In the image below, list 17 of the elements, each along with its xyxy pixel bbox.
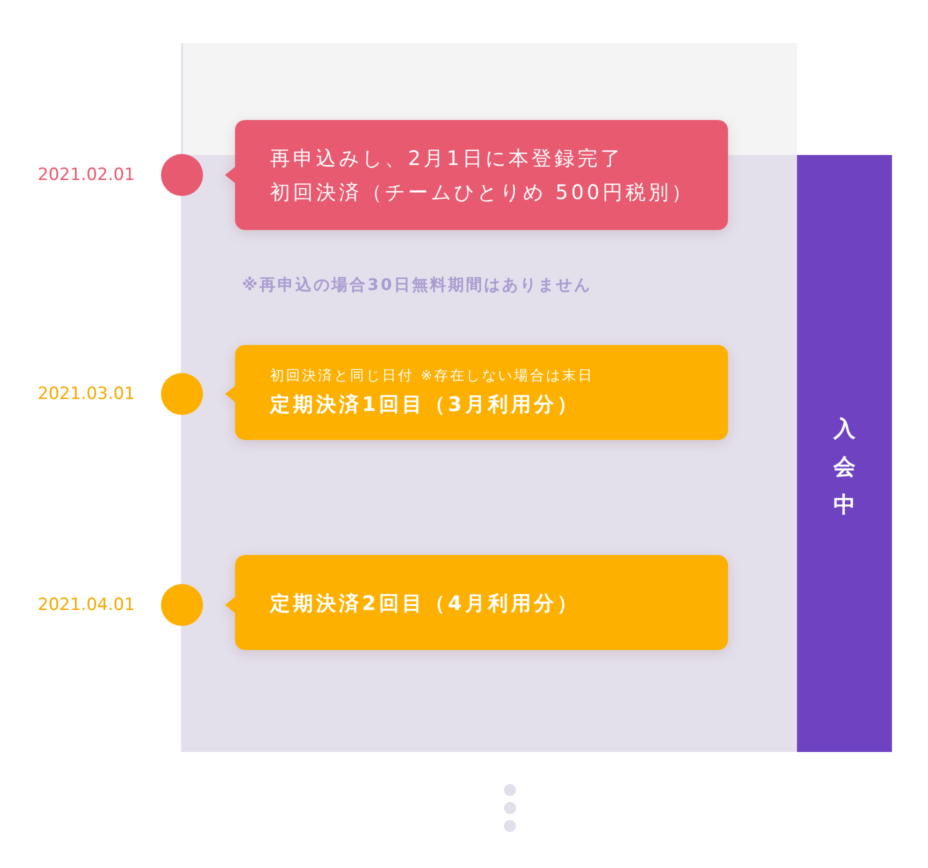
callout-text: 初回決済（チームひとりめ 500円税別）: [270, 179, 695, 206]
callout-text: 定期決済1回目（3月利用分）: [270, 390, 580, 418]
date-label: 2021.04.01: [38, 594, 135, 616]
timeline-dot: [161, 584, 203, 626]
speech-bubble: [225, 555, 728, 650]
date-label: 2021.03.01: [38, 383, 135, 405]
band-label: 入会中: [832, 416, 856, 520]
callout-text: 定期決済2回目（4月利用分）: [270, 590, 580, 616]
membership-band: [797, 155, 892, 752]
callout-note: 初回決済と同じ日付 ※存在しない場合は末日: [270, 366, 594, 386]
timeline-dot: [161, 373, 203, 415]
note-text: ※再申込の場合30日無料期間はありません: [242, 274, 592, 296]
speech-bubble: [225, 345, 728, 440]
date-label: 2021.02.01: [38, 164, 135, 186]
speech-bubble: [225, 120, 728, 230]
timeline-dot: [161, 154, 203, 196]
callout-text: 再申込みし、2月1日に本登録完了: [270, 145, 624, 172]
